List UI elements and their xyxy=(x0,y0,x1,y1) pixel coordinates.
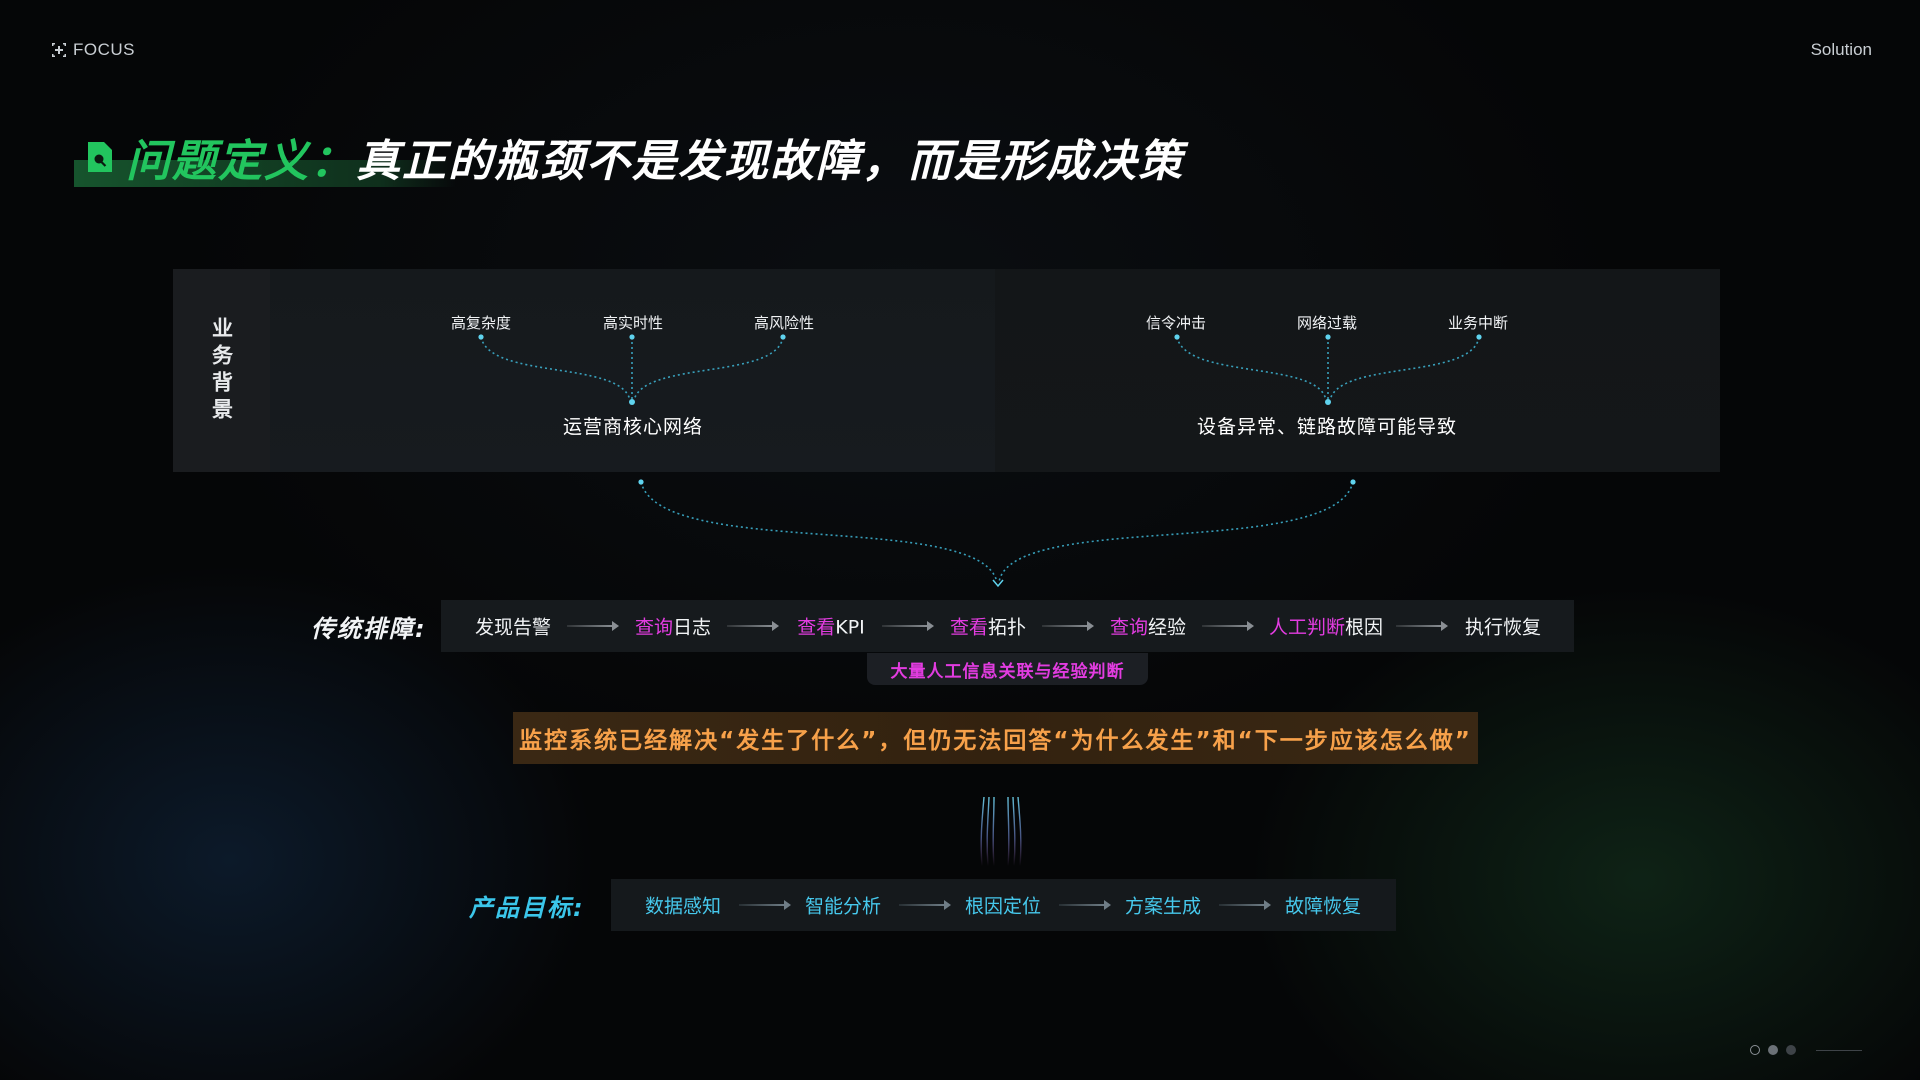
background-right-half: 信令冲击 网络过载 业务中断 设备异常、链路故障可能导致 xyxy=(995,269,1720,472)
flow-step: 查询经验 xyxy=(1109,616,1187,639)
arrow-right-icon xyxy=(882,621,934,631)
flow-step: 查看拓扑 xyxy=(949,616,1027,639)
factor-label: 高实时性 xyxy=(602,314,664,332)
arrow-right-icon xyxy=(899,900,951,910)
background-result-label: 设备异常、链路故障可能导致 xyxy=(1196,416,1458,438)
business-background-label: 业务背景 xyxy=(209,316,234,425)
connector-node xyxy=(1350,479,1356,485)
arrow-right-icon xyxy=(1059,900,1111,910)
page-dot-2-current[interactable] xyxy=(1768,1045,1778,1055)
flow-step: 查看KPI xyxy=(797,616,865,639)
page-dot-3[interactable] xyxy=(1786,1045,1796,1055)
factor-label: 高复杂度 xyxy=(450,314,512,332)
connector-line xyxy=(998,481,1354,583)
flow-step: 查询日志 xyxy=(634,616,712,639)
goal-flow-bar: 数据感知 智能分析 根因定位 方案生成 故障恢复 xyxy=(611,879,1396,931)
background-left-half: 高复杂度 高实时性 高风险性 运营商核心网络 xyxy=(270,269,995,472)
flow-step: 人工判断根因 xyxy=(1268,616,1384,639)
insight-banner: 监控系统已经解决“发生了什么”，但仍无法回答“为什么发生”和“下一步应该怎么做” xyxy=(513,712,1478,764)
business-background-panel: 业务背景 高复杂度 高实时性 高风险性 运营商核心网络 信令冲击 网络过载 业务… xyxy=(173,269,1720,472)
file-icon xyxy=(88,142,112,172)
arrow-right-icon xyxy=(1219,900,1271,910)
title-highlight-bar xyxy=(74,160,456,187)
arrow-right-icon xyxy=(1042,621,1094,631)
pager-divider xyxy=(1816,1049,1862,1051)
goal-step: 根因定位 xyxy=(964,895,1042,918)
section-label: Solution xyxy=(1810,40,1872,59)
arrow-right-icon xyxy=(1202,621,1254,631)
page-title: 问题定义：真正的瓶颈不是发现故障，而是形成决策 xyxy=(74,126,1184,188)
goal-label: 产品目标: xyxy=(469,894,585,922)
title-main: 真正的瓶颈不是发现故障，而是形成决策 xyxy=(356,136,1184,187)
connector-node xyxy=(638,479,644,485)
arrow-right-icon xyxy=(739,900,791,910)
factor-label: 业务中断 xyxy=(1447,314,1509,332)
arrow-right-icon xyxy=(567,621,619,631)
brand: FOCUS xyxy=(51,40,135,60)
background-result-label: 运营商核心网络 xyxy=(562,416,704,438)
business-background-label-column: 业务背景 xyxy=(173,269,270,472)
factor-label: 网络过载 xyxy=(1296,314,1358,332)
traditional-label: 传统排障: xyxy=(311,615,427,643)
flow-step: 发现告警 xyxy=(474,616,552,639)
pagination xyxy=(1750,1045,1862,1055)
title-text: 问题定义：真正的瓶颈不是发现故障，而是形成决策 xyxy=(126,125,1184,189)
focus-icon xyxy=(52,43,66,57)
goal-step: 数据感知 xyxy=(644,895,722,918)
data-stream-icon xyxy=(980,796,1022,867)
manual-effort-note: 大量人工信息关联与经验判断 xyxy=(867,653,1148,685)
factor-label: 高风险性 xyxy=(753,314,815,332)
goal-step: 智能分析 xyxy=(804,895,882,918)
goal-step: 故障恢复 xyxy=(1284,895,1362,918)
arrow-right-icon xyxy=(1396,621,1448,631)
arrow-right-icon xyxy=(727,621,779,631)
connector-line xyxy=(640,481,998,583)
page-dot-1[interactable] xyxy=(1750,1045,1760,1055)
traditional-flow-bar: 发现告警 查询日志 查看KPI 查看拓扑 查询经验 人工判断根因 执行恢复 xyxy=(441,600,1574,652)
goal-step: 方案生成 xyxy=(1124,895,1202,918)
merge-arrowhead xyxy=(992,579,1004,588)
factor-label: 信令冲击 xyxy=(1145,314,1207,332)
title-accent: 问题定义： xyxy=(126,136,356,187)
flow-step: 执行恢复 xyxy=(1464,616,1542,639)
brand-name: FOCUS xyxy=(73,40,135,59)
